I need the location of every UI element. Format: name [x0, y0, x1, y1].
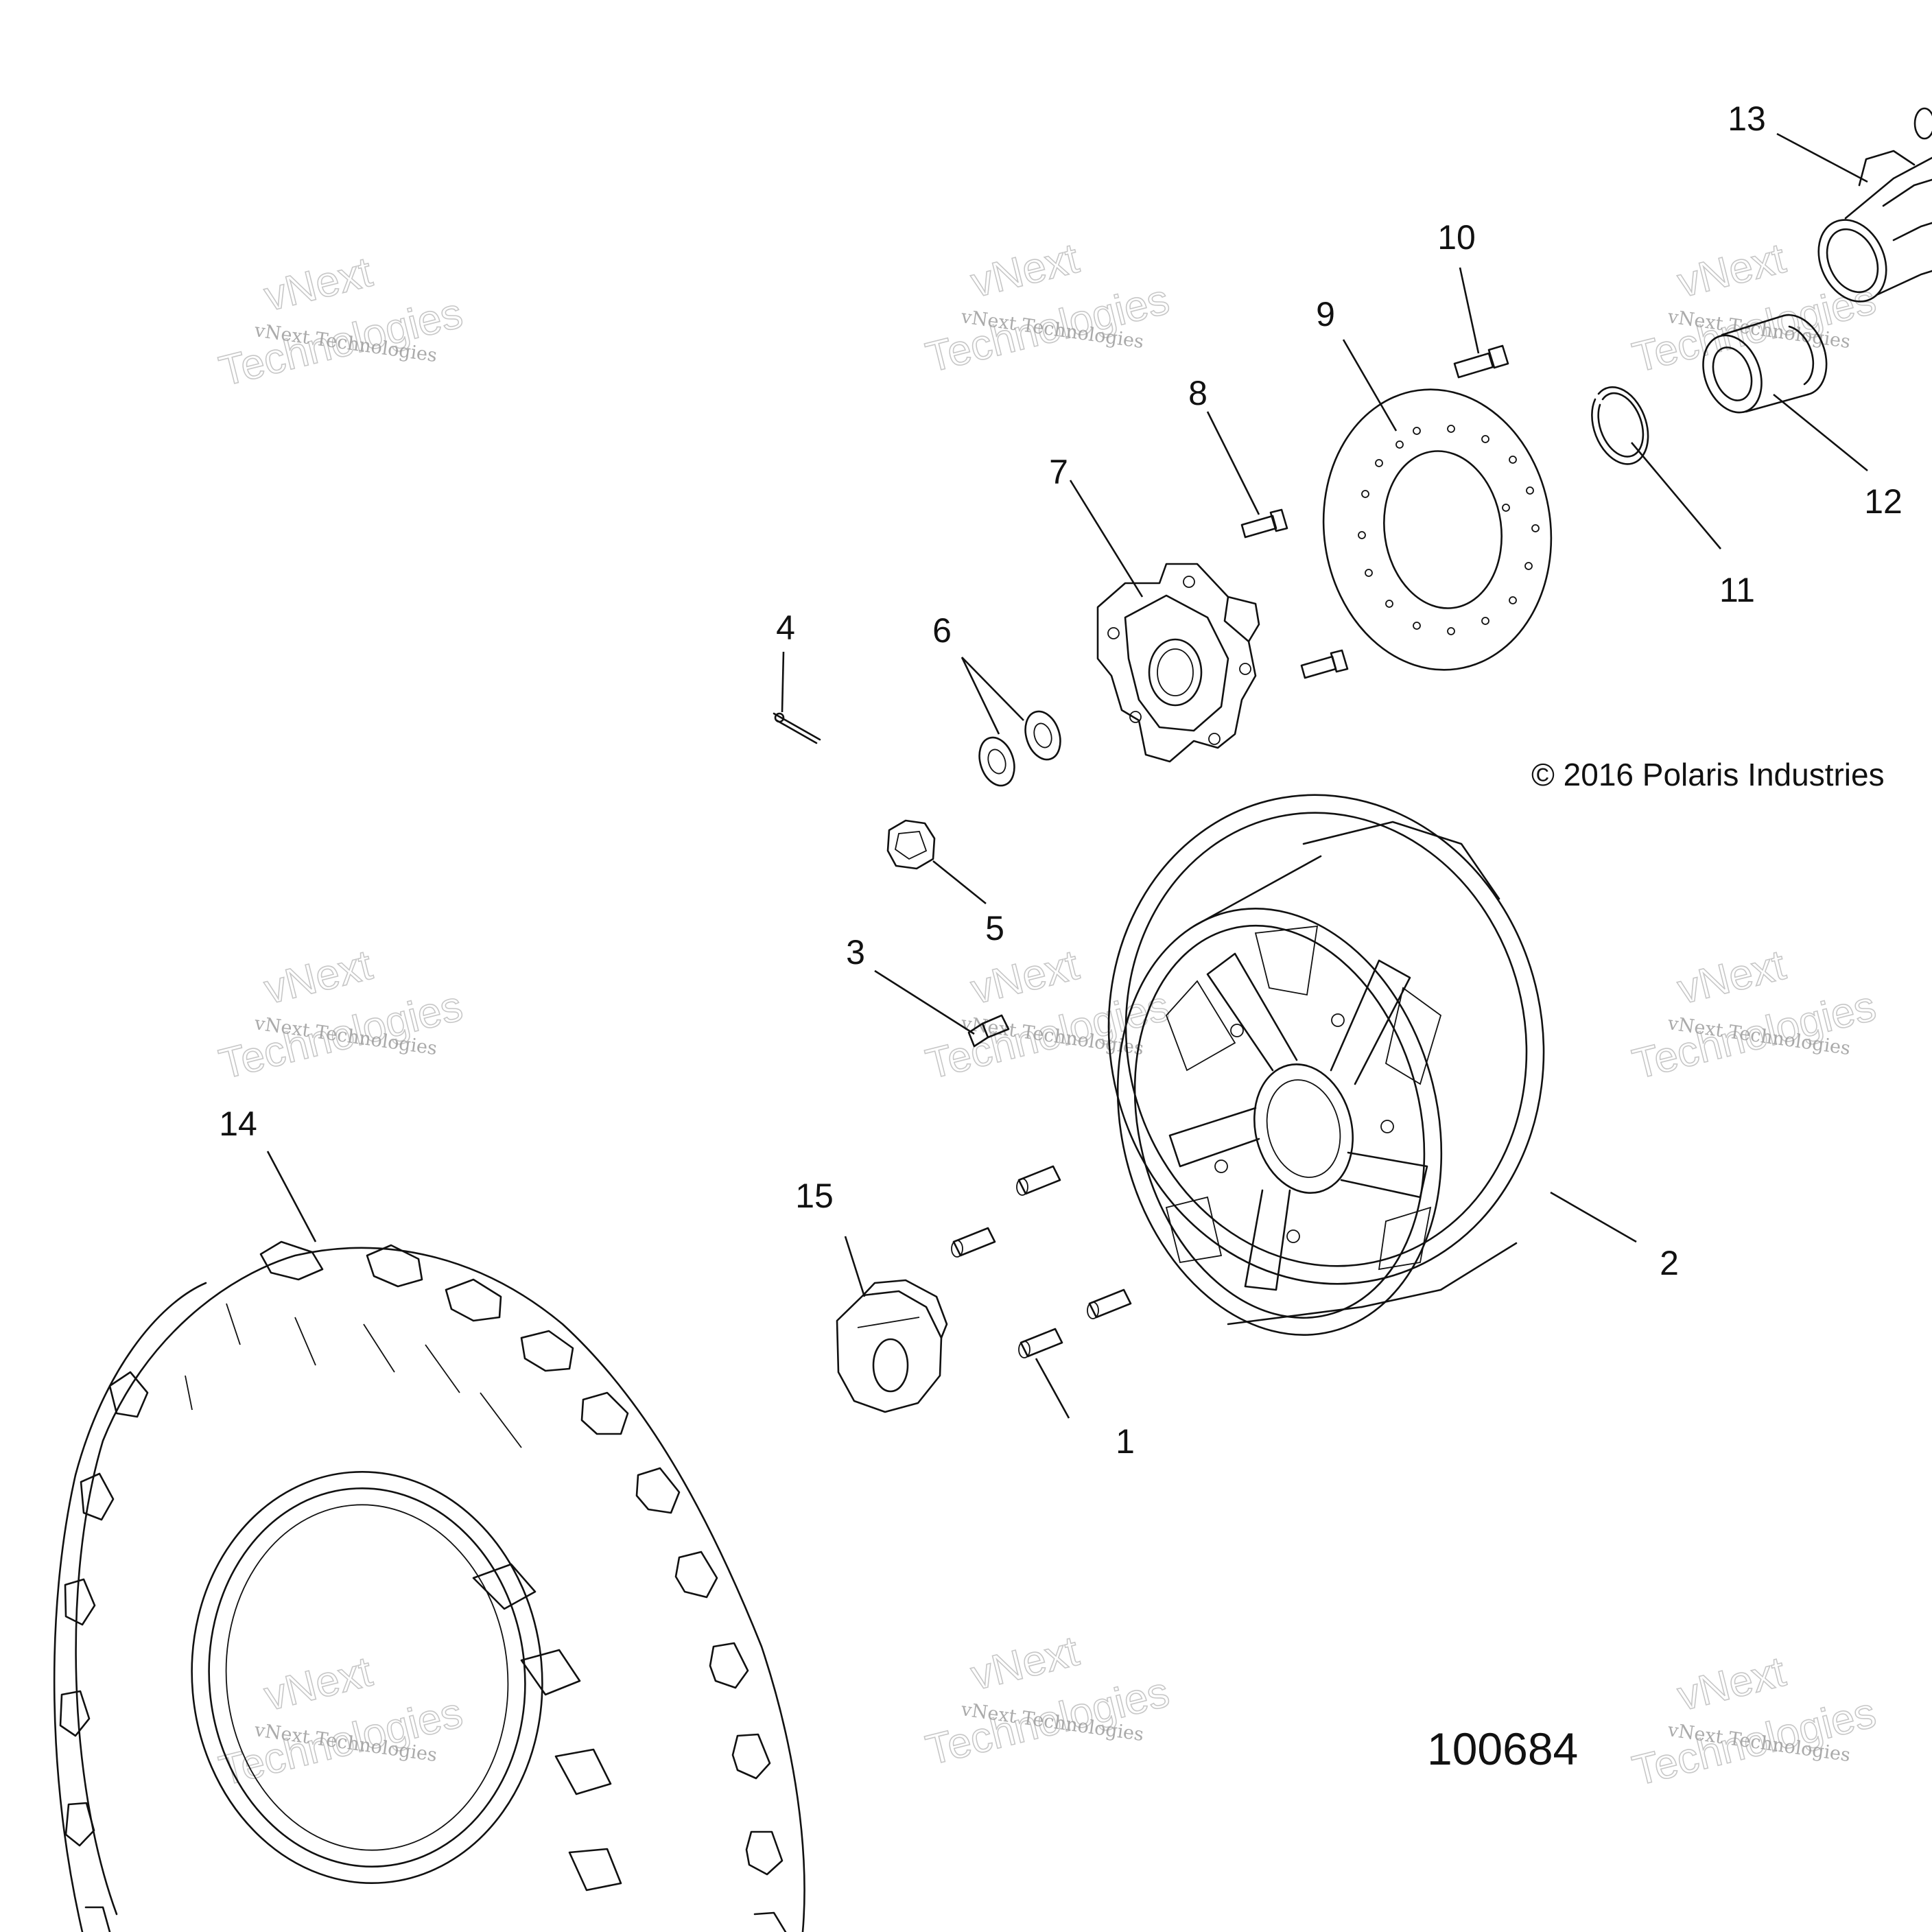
svg-text:vNext: vNext	[260, 941, 377, 1013]
part-8-bolt-lower	[1300, 649, 1349, 679]
part-5-castle-nut	[886, 819, 936, 870]
callout-15: 15	[795, 1177, 834, 1215]
part-2-wheel	[1107, 794, 1545, 1336]
part-9-brake-disc	[1322, 388, 1553, 671]
callout-5: 5	[985, 909, 1004, 947]
svg-text:vNext: vNext	[1673, 941, 1790, 1013]
callout-8: 8	[1188, 374, 1208, 412]
part-3-valve-stem	[967, 1014, 1010, 1048]
svg-text:vNext: vNext	[1673, 235, 1790, 307]
callout-10: 10	[1437, 218, 1476, 257]
part-6-washer-2	[978, 736, 1015, 787]
svg-text:vNext: vNext	[967, 1627, 1083, 1699]
part-10-bolt	[1453, 344, 1509, 379]
part-1-lug-nut-2	[1016, 1165, 1061, 1196]
watermark: vNext Technologies vNext Technologies	[1627, 941, 1881, 1089]
callout-labels: 1 2 3 4 5 6 7 8 9 10 11 12 13 14 15	[219, 99, 1902, 1461]
svg-text:vNext: vNext	[967, 235, 1083, 307]
part-12-bearing	[1702, 314, 1828, 414]
watermark: vNext Technologies vNext Technologies	[921, 234, 1174, 382]
callout-6: 6	[932, 611, 952, 650]
watermark: vNext Technologies vNext Technologies	[214, 248, 467, 396]
part-13-knuckle	[1817, 107, 1932, 303]
callout-12: 12	[1864, 482, 1902, 521]
svg-text:Technologies: Technologies	[215, 982, 467, 1089]
watermark: vNext Technologies vNext Technologies	[1627, 1647, 1881, 1795]
wheel-spokes	[1168, 952, 1428, 1291]
svg-text:vNext: vNext	[1673, 1648, 1790, 1720]
leader-lines	[266, 132, 1868, 1419]
callout-1: 1	[1116, 1422, 1135, 1461]
part-1-lug-nut	[951, 1227, 996, 1258]
drawing-number: 100684	[1427, 1723, 1578, 1774]
part-15-hub-cap	[836, 1279, 948, 1413]
svg-text:Technologies: Technologies	[215, 1689, 467, 1795]
part-8-bolt	[1240, 508, 1288, 539]
part-1-lug-nut-4	[1018, 1328, 1063, 1358]
watermark: vNext Technologies vNext Technologies	[1627, 234, 1881, 382]
part-7-hub	[1096, 563, 1260, 763]
callout-14: 14	[219, 1105, 257, 1143]
svg-text:Technologies: Technologies	[1628, 982, 1881, 1089]
watermark-layer: vNext Technologies vNext Technologies vN…	[214, 234, 1881, 1795]
part-1-lug-nut-3	[1087, 1288, 1132, 1319]
part-6-washer	[1024, 710, 1061, 761]
svg-text:Technologies: Technologies	[1628, 276, 1881, 382]
disc-holes	[1358, 425, 1540, 635]
watermark: vNext Technologies vNext Technologies	[214, 941, 467, 1089]
callout-11: 11	[1719, 571, 1755, 609]
part-4-cotter-pin	[773, 712, 821, 744]
part-14-tire	[53, 1240, 805, 1932]
svg-text:Technologies: Technologies	[215, 290, 467, 396]
svg-text:Technologies: Technologies	[1628, 1689, 1881, 1795]
callout-9: 9	[1316, 295, 1335, 333]
svg-text:vNext: vNext	[260, 1648, 377, 1720]
wheel-pockets	[1165, 925, 1442, 1271]
copyright-notice: © 2016 Polaris Industries	[1531, 757, 1885, 792]
part-11-snap-ring	[1591, 386, 1649, 465]
callout-7: 7	[1049, 453, 1068, 491]
svg-text:vNext: vNext	[260, 248, 377, 320]
callout-3: 3	[846, 933, 865, 971]
callout-4: 4	[776, 609, 795, 647]
callout-13: 13	[1728, 99, 1766, 138]
watermark: vNext Technologies vNext Technologies	[921, 1627, 1174, 1775]
svg-text:vNext: vNext	[967, 941, 1083, 1013]
svg-text:Technologies: Technologies	[921, 1669, 1174, 1775]
svg-text:Technologies: Technologies	[921, 276, 1174, 382]
callout-2: 2	[1660, 1244, 1679, 1282]
tire-tread	[59, 1240, 787, 1932]
